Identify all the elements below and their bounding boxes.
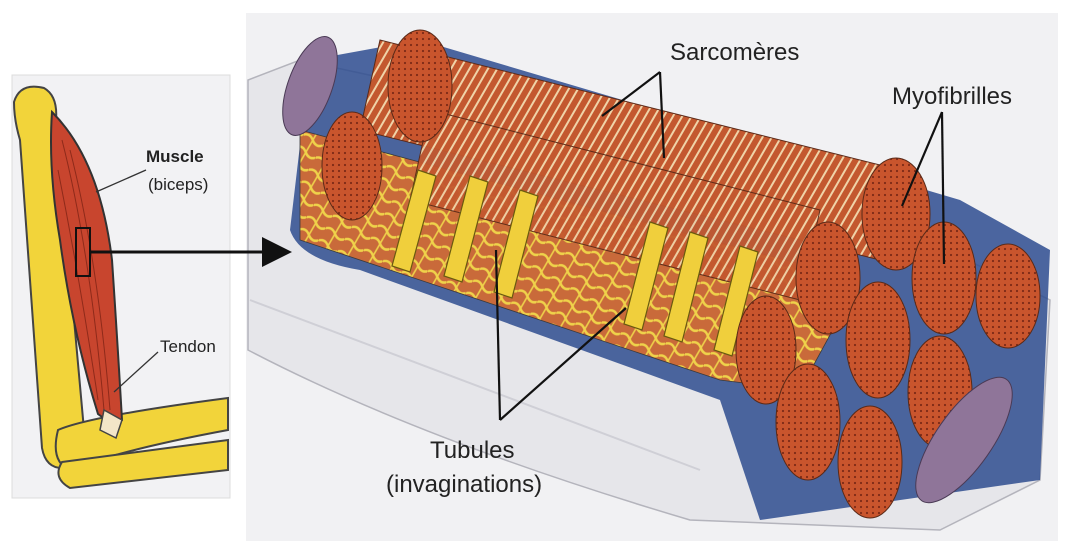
nucleus-bottom	[915, 376, 1013, 504]
forearm-bone-lower	[57, 438, 229, 490]
arm-panel: Muscle (biceps) Tendon	[11, 74, 231, 499]
tendon	[99, 408, 123, 440]
tubules-label: Tubules	[430, 437, 515, 464]
muscle-fibers	[57, 139, 111, 411]
tubules-pointer-1	[494, 249, 502, 421]
biceps-label: (biceps)	[148, 175, 208, 194]
invaginations-label: (invaginations)	[386, 471, 542, 498]
myofibril-end-left	[321, 111, 383, 221]
tendon-label: Tendon	[160, 337, 216, 356]
t-tubules	[391, 169, 759, 357]
sarcomeres-pointer-2	[658, 71, 666, 159]
nucleus-top	[282, 36, 338, 136]
fiber-panel: Sarcomères Myofibrilles Tubules (invagin…	[246, 13, 1058, 541]
sarcomeres-label: Sarcomères	[670, 39, 799, 66]
myofibrilles-pointer-2	[940, 111, 946, 265]
muscle-label: Muscle	[146, 147, 204, 166]
myofibrilles-pointer-1	[900, 111, 944, 207]
sarcomeres-pointer-1	[601, 71, 661, 117]
muscle-pointer	[95, 169, 147, 193]
sheath-fold	[249, 299, 701, 471]
myofibril-end-top	[387, 29, 453, 143]
pointer-lines	[494, 71, 946, 421]
tubules-pointer-2	[499, 307, 627, 421]
myofibrilles-label: Myofibrilles	[892, 83, 1012, 110]
tendon-pointer	[113, 351, 159, 393]
myofibril-cross-sections	[735, 157, 1041, 519]
